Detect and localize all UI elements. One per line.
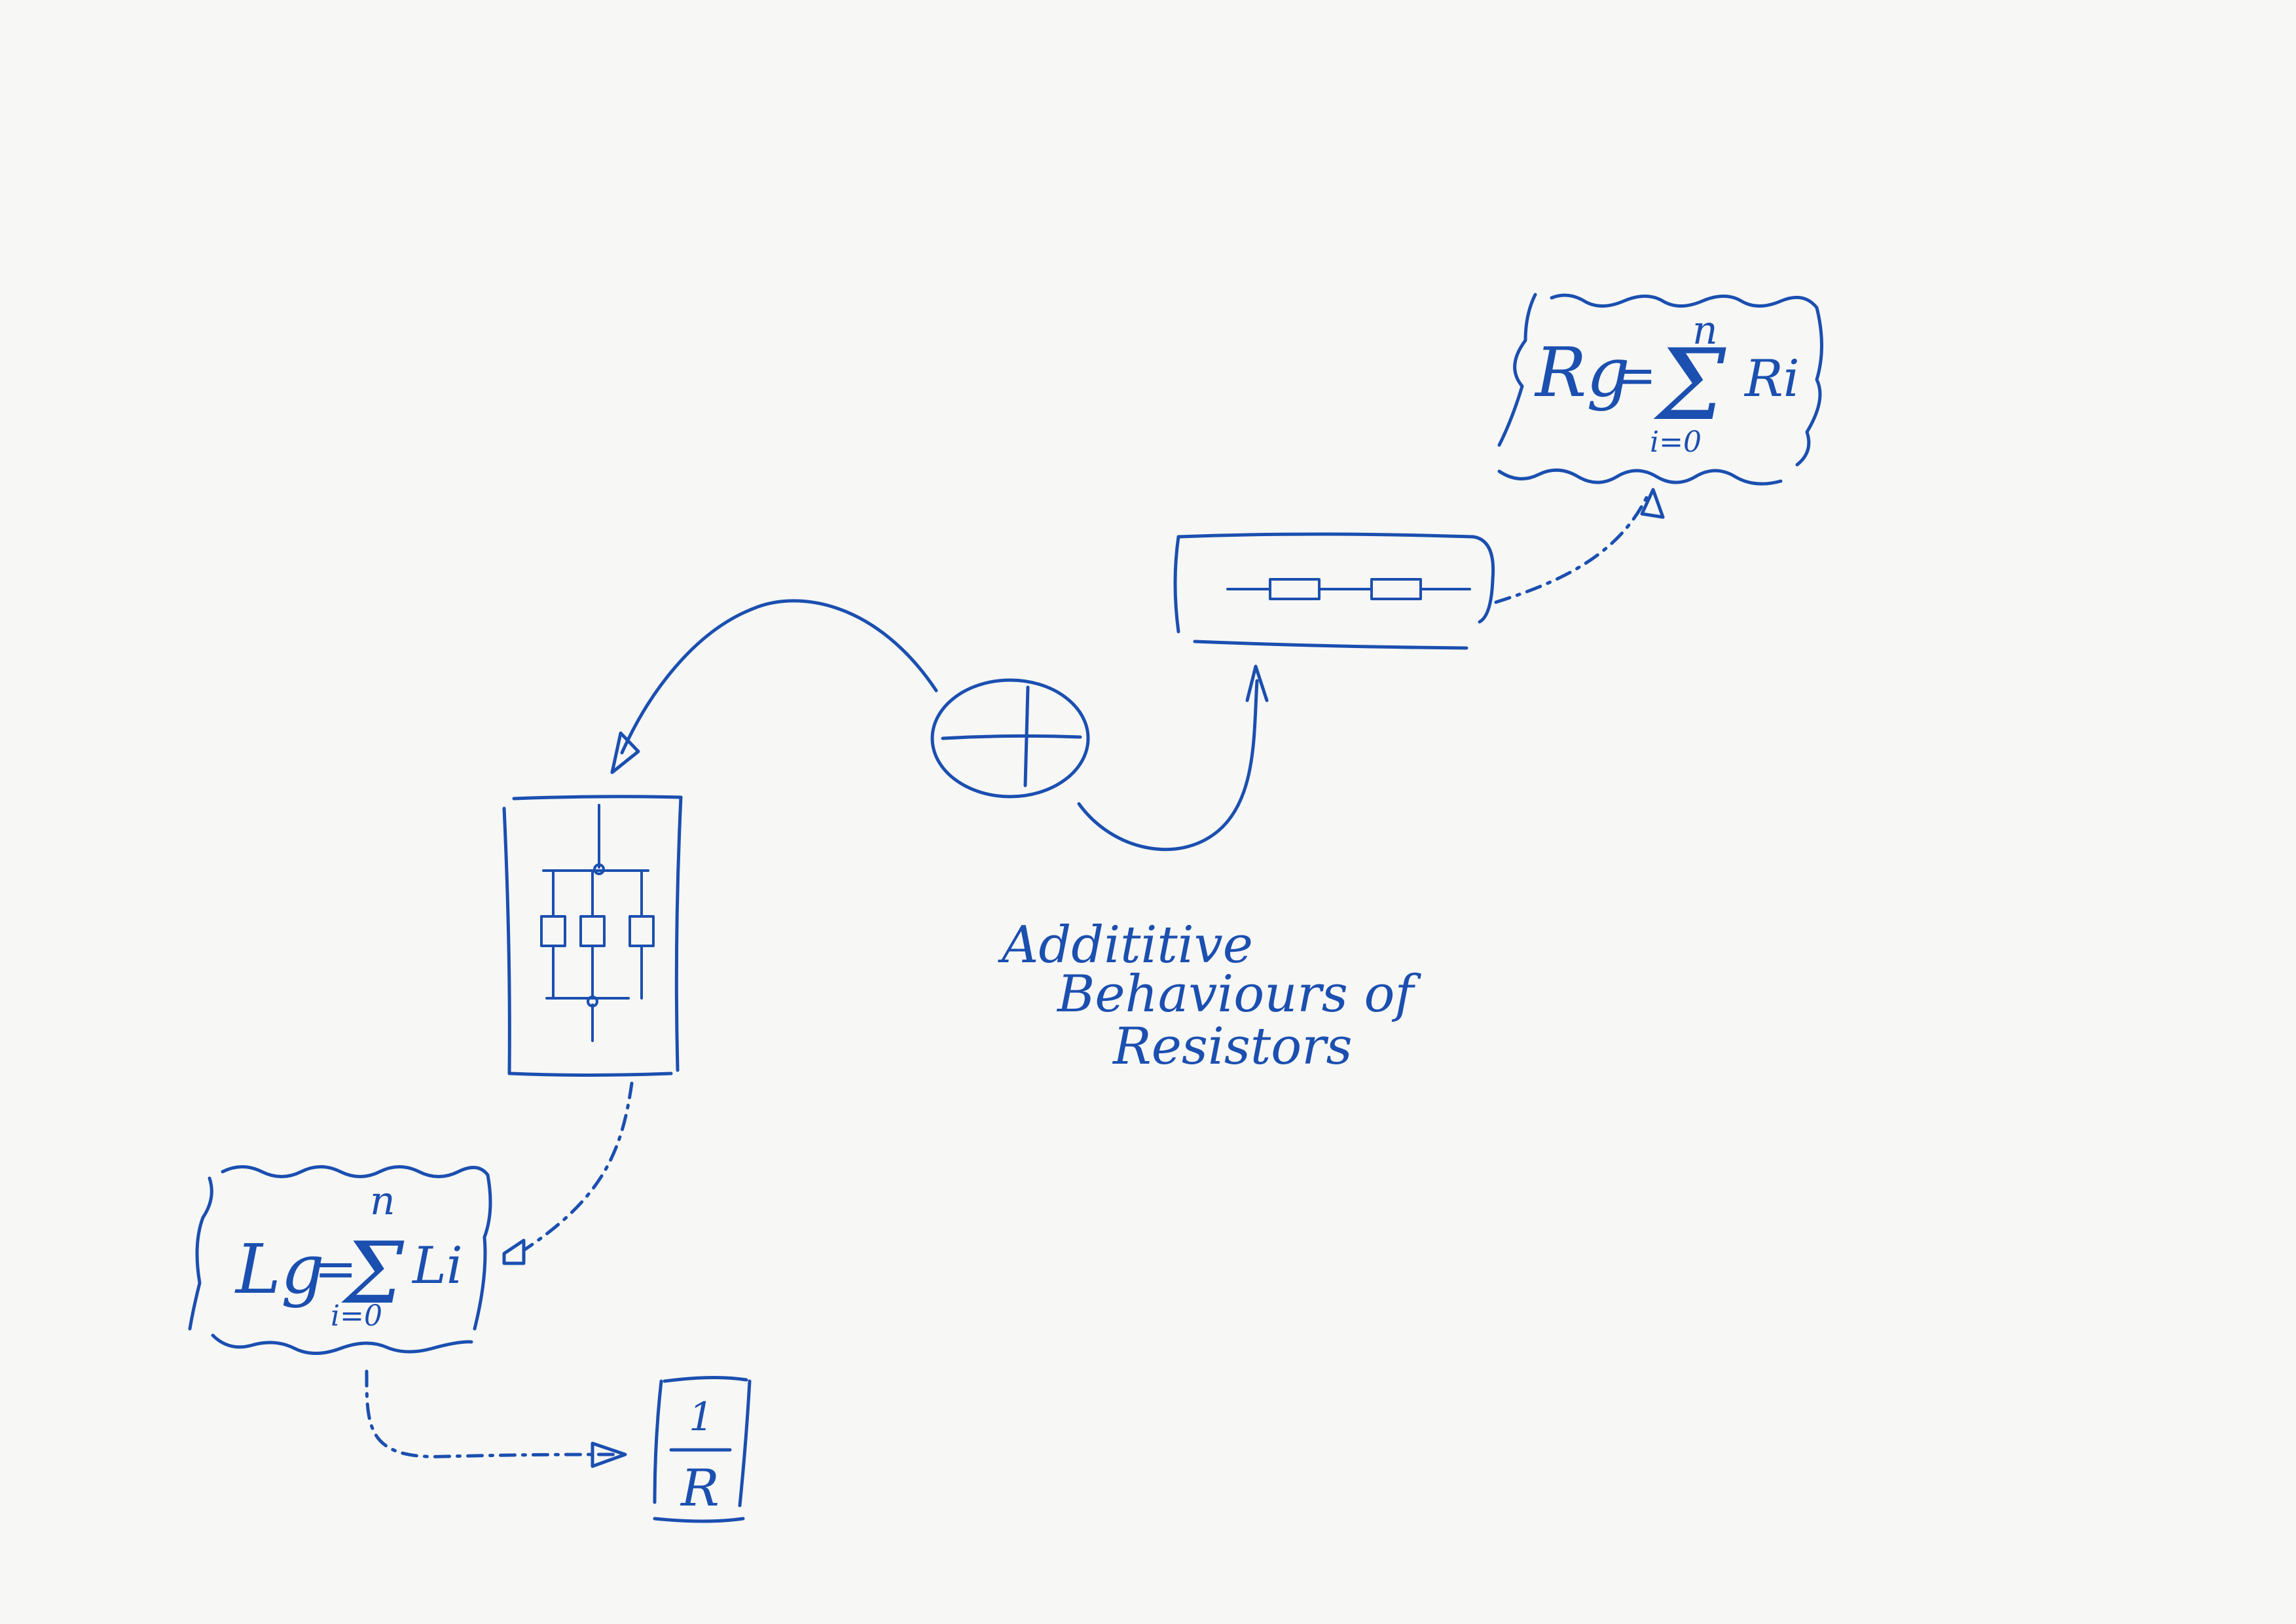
formula-lhs: Rg <box>1534 333 1630 412</box>
arrow-formula-to-inverse <box>365 1369 627 1468</box>
sum-upper-limit: n <box>1692 308 1718 353</box>
formula-term: Li <box>411 1236 463 1295</box>
arrow-series-to-formula <box>1494 488 1665 604</box>
sigma-icon: Σ <box>1653 329 1726 442</box>
arrow-parallel-to-formula <box>502 1081 634 1265</box>
arrow-head-icon <box>1245 664 1269 702</box>
parallel-resistor-symbol <box>540 804 655 1042</box>
formula-term: Ri <box>1743 350 1800 408</box>
caption-line-2: Behaviours of <box>1056 965 1421 1024</box>
arrow-add-to-parallel <box>610 599 938 774</box>
caption-line-3: Resistors <box>1112 1017 1353 1076</box>
sum-lower-limit: i=0 <box>331 1299 382 1333</box>
series-resistor-box <box>1173 532 1495 650</box>
formula-equals: = <box>1614 346 1656 405</box>
inverse-resistance-box: 1 R <box>653 1375 752 1523</box>
series-resistor-symbol <box>1226 578 1471 600</box>
formula-equals: = <box>314 1240 357 1299</box>
parallel-formula-box: Lg = n Σ i=0 Li <box>188 1165 492 1355</box>
parallel-resistor-box <box>502 795 683 1077</box>
fraction-denominator: R <box>680 1459 720 1518</box>
arrow-add-to-series <box>1077 664 1269 852</box>
sum-upper-limit: n <box>370 1178 395 1224</box>
sum-lower-limit: i=0 <box>1650 425 1702 459</box>
arrow-head-icon <box>610 731 640 774</box>
caption-line-1: Addititive <box>998 916 1253 975</box>
add-node <box>930 678 1090 799</box>
formula-lhs: Lg <box>234 1229 325 1309</box>
diagram-caption: Addititive Behaviours of Resistors <box>998 916 1421 1076</box>
arrow-head-icon <box>591 1441 627 1468</box>
arrow-head-icon <box>1640 488 1665 519</box>
arrow-head-icon <box>502 1238 526 1265</box>
series-formula-box: Rg = n Σ i=0 Ri <box>1497 293 1823 486</box>
sigma-icon: Σ <box>341 1223 405 1323</box>
fraction-numerator: 1 <box>689 1394 714 1440</box>
